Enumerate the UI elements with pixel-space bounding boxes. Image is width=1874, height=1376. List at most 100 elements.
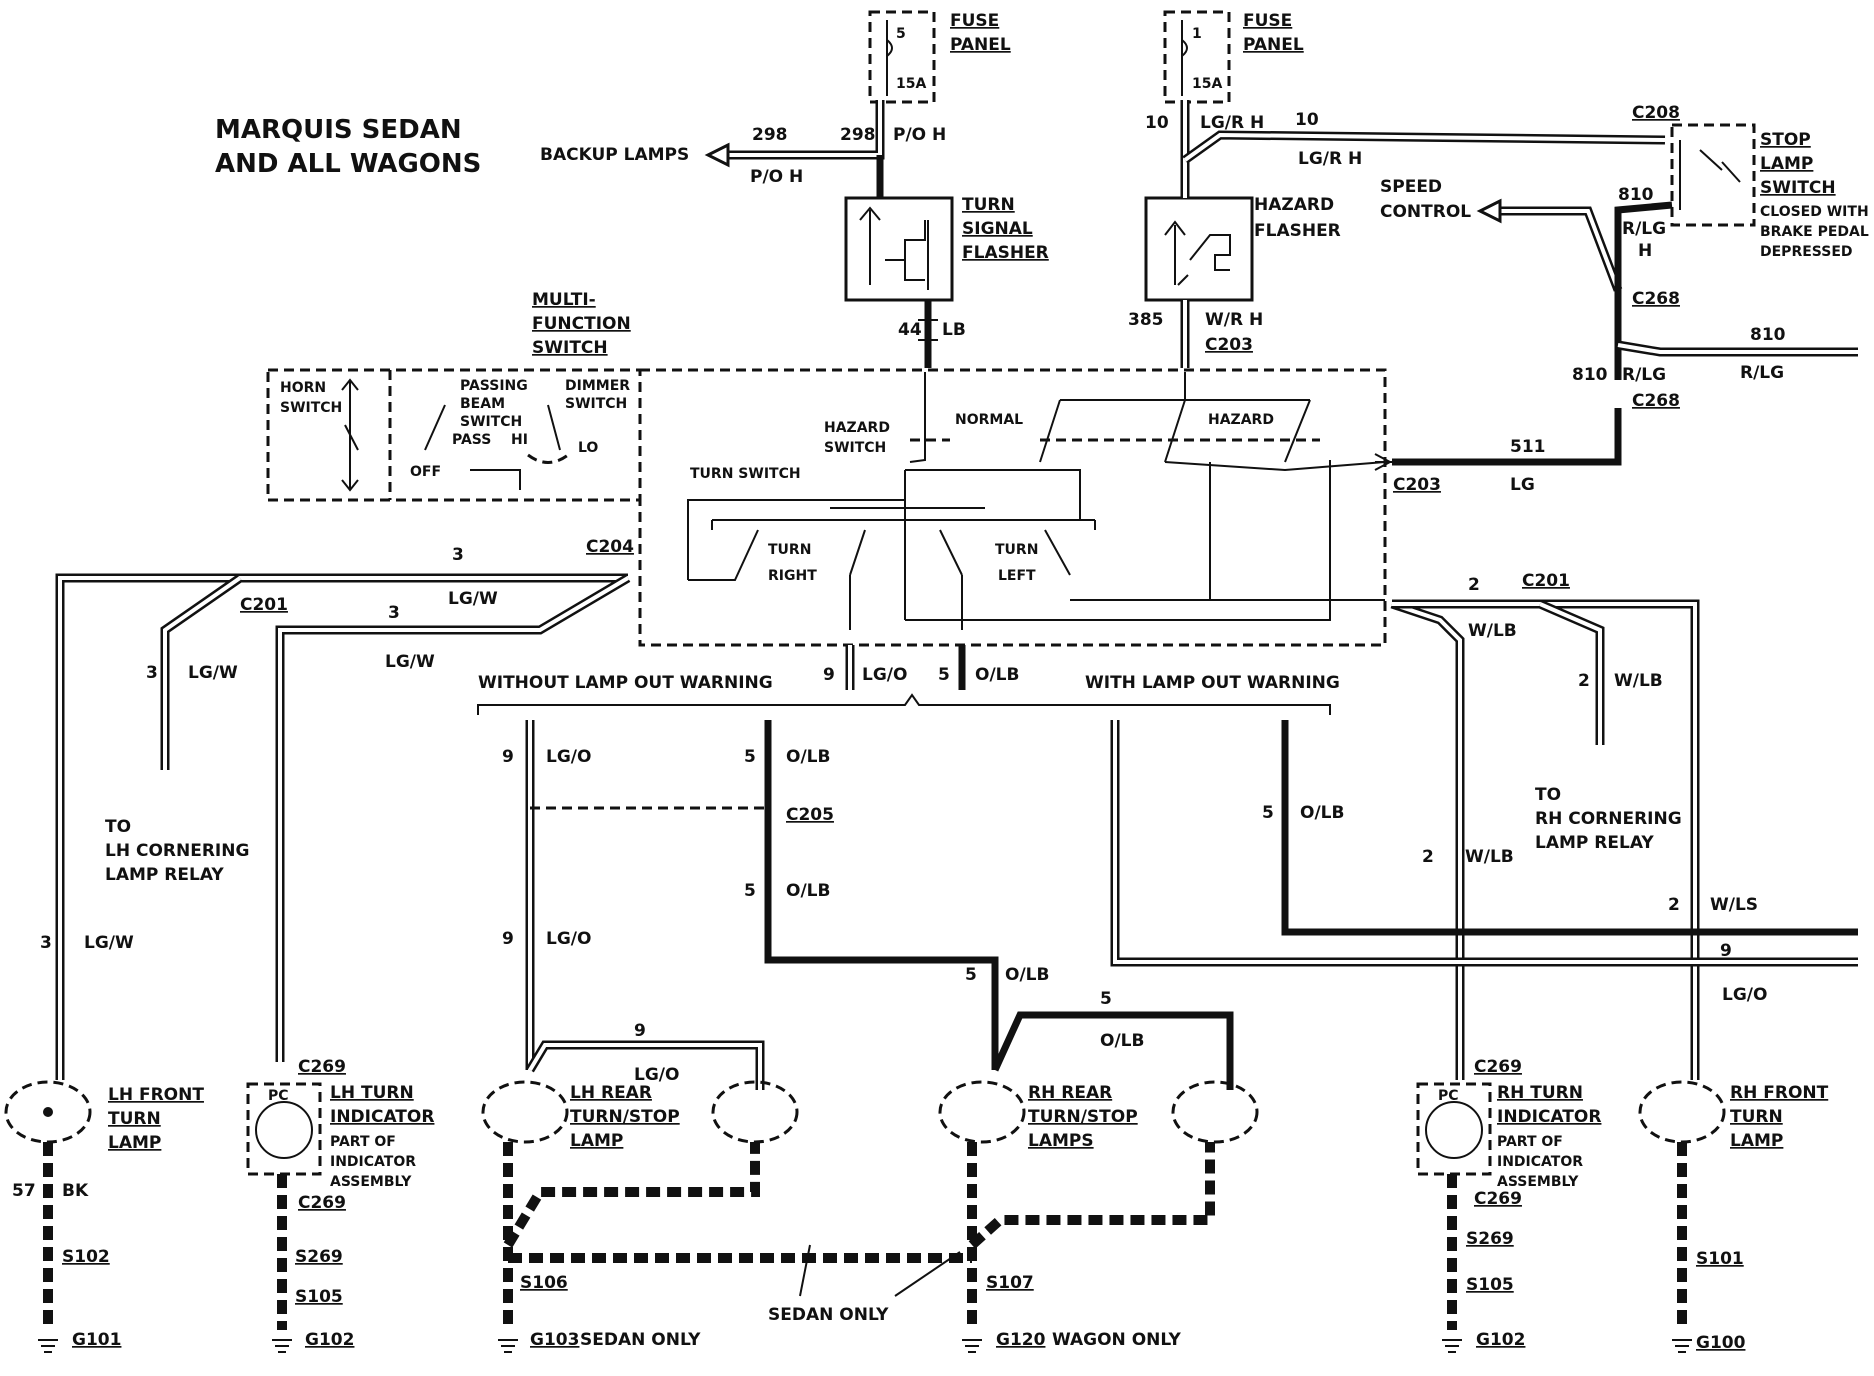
svg-text:298: 298 bbox=[840, 125, 876, 145]
fuse-panel-2: 1 15A FUSE PANEL bbox=[1163, 10, 1304, 104]
svg-text:10: 10 bbox=[1145, 113, 1169, 133]
svg-text:3: 3 bbox=[40, 933, 52, 953]
svg-text:W/R H: W/R H bbox=[1205, 310, 1263, 330]
svg-text:G103: G103 bbox=[530, 1330, 579, 1350]
svg-text:INDICATOR: INDICATOR bbox=[1497, 1107, 1601, 1127]
svg-text:LG/R H: LG/R H bbox=[1298, 149, 1362, 169]
svg-text:810: 810 bbox=[1572, 365, 1608, 385]
svg-text:HAZARD: HAZARD bbox=[1254, 195, 1334, 215]
svg-text:TURN: TURN bbox=[1730, 1107, 1783, 1127]
svg-text:NORMAL: NORMAL bbox=[955, 412, 1023, 428]
svg-text:3: 3 bbox=[452, 545, 464, 565]
svg-text:RH REAR: RH REAR bbox=[1028, 1083, 1112, 1103]
svg-text:W/LB: W/LB bbox=[1614, 671, 1663, 691]
lh-turn-indicator: PC LH TURN INDICATOR PART OF INDICATOR A… bbox=[246, 1057, 434, 1213]
diagram-title-line2: AND ALL WAGONS bbox=[215, 149, 481, 179]
svg-text:P/O H: P/O H bbox=[893, 125, 946, 145]
svg-text:FLASHER: FLASHER bbox=[1254, 221, 1341, 241]
svg-text:INDICATOR: INDICATOR bbox=[1497, 1154, 1583, 1170]
svg-text:SEDAN ONLY: SEDAN ONLY bbox=[768, 1305, 889, 1325]
svg-text:5: 5 bbox=[1100, 989, 1112, 1009]
svg-text:810: 810 bbox=[1750, 325, 1786, 345]
svg-text:STOP: STOP bbox=[1760, 130, 1811, 150]
svg-text:LAMP RELAY: LAMP RELAY bbox=[105, 865, 224, 885]
svg-text:O/LB: O/LB bbox=[975, 665, 1019, 685]
wire-810 bbox=[1614, 201, 1673, 380]
svg-text:C269: C269 bbox=[1474, 1189, 1522, 1209]
svg-text:LH TURN: LH TURN bbox=[330, 1083, 414, 1103]
svg-text:C269: C269 bbox=[298, 1193, 346, 1213]
svg-text:LH CORNERING: LH CORNERING bbox=[105, 841, 249, 861]
svg-text:C269: C269 bbox=[298, 1057, 346, 1077]
svg-text:C203: C203 bbox=[1205, 335, 1253, 355]
svg-text:RH TURN: RH TURN bbox=[1497, 1083, 1583, 1103]
svg-text:R/LG: R/LG bbox=[1622, 365, 1666, 385]
option-bracket bbox=[477, 693, 1331, 715]
svg-text:HAZARD: HAZARD bbox=[1208, 412, 1274, 428]
svg-text:SWITCH: SWITCH bbox=[824, 440, 886, 456]
svg-text:810: 810 bbox=[1618, 185, 1654, 205]
svg-text:TURN: TURN bbox=[995, 542, 1038, 558]
wire-511 bbox=[1392, 408, 1622, 466]
svg-text:OFF: OFF bbox=[410, 464, 441, 480]
svg-text:RIGHT: RIGHT bbox=[768, 568, 817, 584]
svg-text:SEDAN ONLY: SEDAN ONLY bbox=[580, 1330, 701, 1350]
svg-text:LG/W: LG/W bbox=[84, 933, 134, 953]
svg-text:LG/O: LG/O bbox=[546, 747, 591, 767]
svg-text:O/LB: O/LB bbox=[1100, 1031, 1144, 1051]
svg-text:HAZARD: HAZARD bbox=[824, 420, 890, 436]
svg-text:5: 5 bbox=[965, 965, 977, 985]
wire-5-olb-left bbox=[764, 720, 999, 1070]
svg-text:385: 385 bbox=[1128, 310, 1164, 330]
svg-text:FUSE: FUSE bbox=[1243, 11, 1292, 31]
rh-front-turn-lamp: RH FRONT TURN LAMP bbox=[1638, 1080, 1829, 1151]
svg-text:15A: 15A bbox=[1192, 76, 1222, 92]
rh-rear-turn-stop-lamps: RH REAR TURN/STOP LAMPS bbox=[938, 1080, 1259, 1151]
svg-text:P/O H: P/O H bbox=[750, 167, 803, 187]
svg-text:298: 298 bbox=[752, 125, 788, 145]
svg-text:ASSEMBLY: ASSEMBLY bbox=[1497, 1174, 1579, 1190]
svg-text:TURN: TURN bbox=[962, 195, 1015, 215]
svg-text:RH FRONT: RH FRONT bbox=[1730, 1083, 1829, 1103]
svg-text:W/LS: W/LS bbox=[1710, 895, 1758, 915]
svg-text:PART OF: PART OF bbox=[1497, 1134, 1563, 1150]
svg-text:LAMP: LAMP bbox=[1730, 1131, 1783, 1151]
svg-text:9: 9 bbox=[502, 747, 514, 767]
turn-signal-flasher: TURN SIGNAL FLASHER bbox=[844, 195, 1049, 302]
ground-wires bbox=[43, 1142, 1687, 1330]
svg-text:PC: PC bbox=[1438, 1088, 1459, 1104]
svg-text:LB: LB bbox=[942, 320, 966, 340]
backup-lamps-wire: BACKUP LAMPS 298 298 P/O H P/O H bbox=[540, 100, 946, 187]
svg-text:2: 2 bbox=[1668, 895, 1680, 915]
svg-text:W/LB: W/LB bbox=[1465, 847, 1514, 867]
svg-text:W/LB: W/LB bbox=[1468, 621, 1517, 641]
speed-control-wire bbox=[1500, 206, 1623, 292]
lh-rear-turn-stop-lamp: LH REAR TURN/STOP LAMP bbox=[481, 1080, 799, 1151]
svg-text:CONTROL: CONTROL bbox=[1380, 202, 1471, 222]
svg-text:LO: LO bbox=[578, 440, 598, 456]
svg-text:TURN SWITCH: TURN SWITCH bbox=[690, 466, 801, 482]
svg-text:RH CORNERING: RH CORNERING bbox=[1535, 809, 1682, 829]
svg-text:9: 9 bbox=[502, 929, 514, 949]
svg-text:C204: C204 bbox=[586, 537, 634, 557]
svg-text:3: 3 bbox=[146, 663, 158, 683]
svg-text:S105: S105 bbox=[295, 1287, 343, 1307]
svg-text:TURN: TURN bbox=[108, 1109, 161, 1129]
svg-text:G120: G120 bbox=[996, 1330, 1046, 1350]
svg-text:10: 10 bbox=[1295, 110, 1319, 130]
svg-text:G101: G101 bbox=[72, 1330, 121, 1350]
svg-text:15A: 15A bbox=[896, 76, 926, 92]
svg-text:R/LG: R/LG bbox=[1740, 363, 1784, 383]
svg-text:C268: C268 bbox=[1632, 391, 1680, 411]
svg-text:LG/R H: LG/R H bbox=[1200, 113, 1264, 133]
svg-text:2: 2 bbox=[1578, 671, 1590, 691]
svg-text:2: 2 bbox=[1422, 847, 1434, 867]
svg-text:9: 9 bbox=[634, 1021, 646, 1041]
svg-text:C205: C205 bbox=[786, 805, 834, 825]
svg-text:INDICATOR: INDICATOR bbox=[330, 1154, 416, 1170]
svg-text:TO: TO bbox=[105, 817, 131, 837]
svg-text:C268: C268 bbox=[1632, 289, 1680, 309]
svg-text:5: 5 bbox=[896, 26, 906, 42]
svg-text:TO: TO bbox=[1535, 785, 1561, 805]
